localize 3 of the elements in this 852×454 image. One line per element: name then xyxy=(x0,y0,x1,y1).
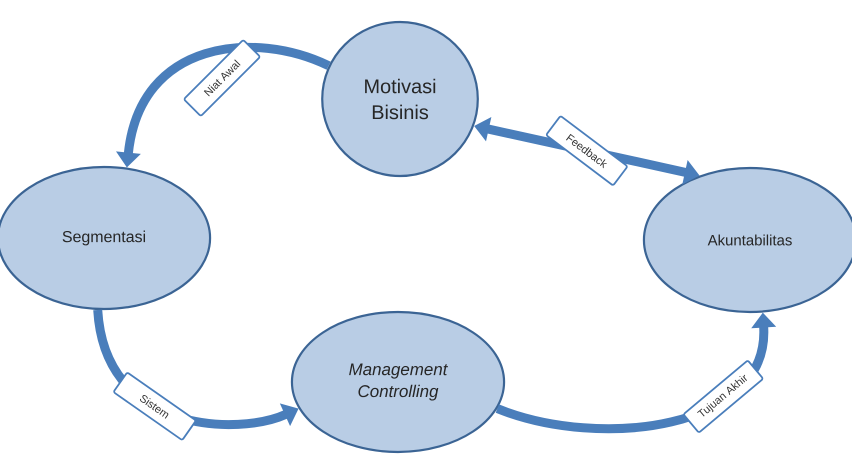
ellipse-node: Management Controlling xyxy=(290,310,506,454)
ellipse-node: Motivasi Bisinis xyxy=(321,20,479,178)
ellipse-node: Akuntabilitas xyxy=(642,166,852,314)
